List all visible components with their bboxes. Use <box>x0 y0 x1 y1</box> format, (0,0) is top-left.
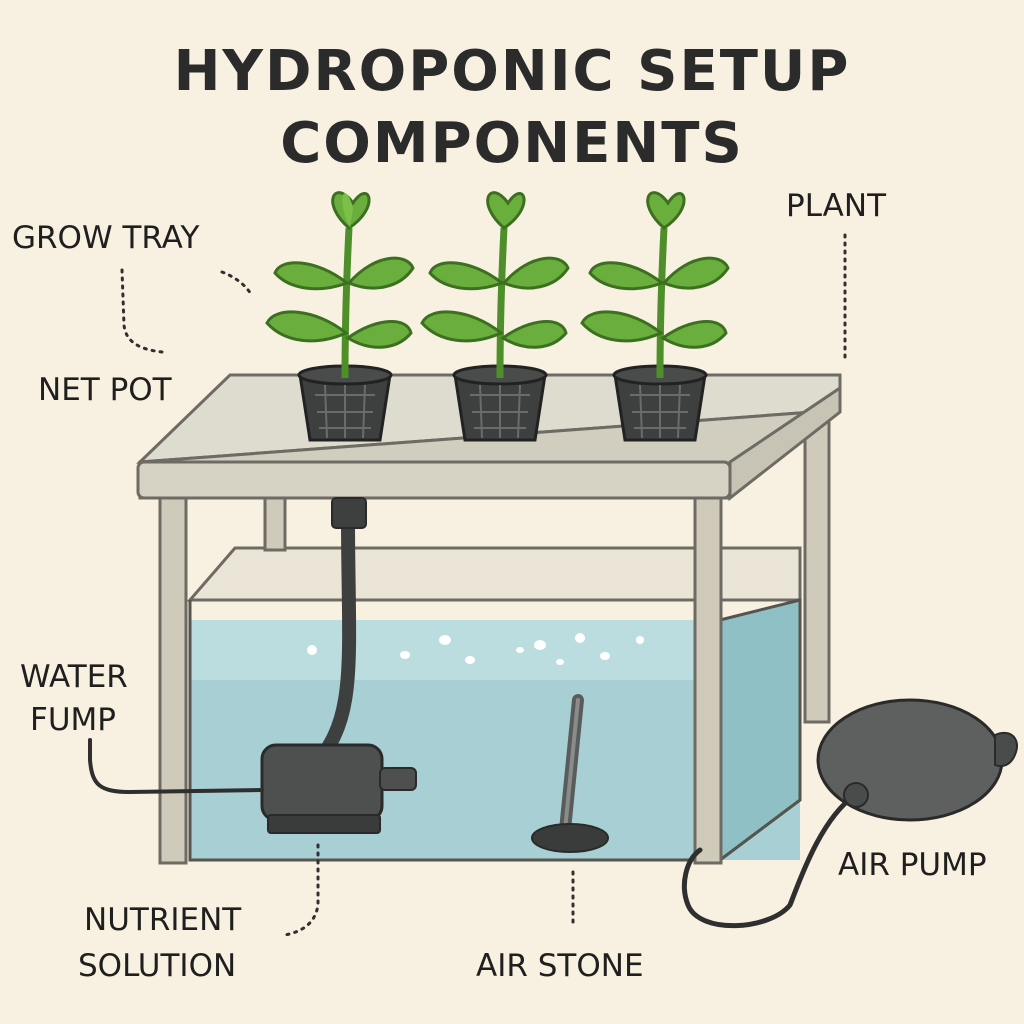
label-net-pot: NET POT <box>38 372 172 408</box>
water-pump-base <box>267 814 381 834</box>
title-line-1: HYDROPONIC SETUP <box>173 39 851 104</box>
bubble <box>636 636 644 644</box>
leader-grow-tray <box>220 270 254 298</box>
plant <box>580 191 730 379</box>
plant <box>265 191 415 379</box>
air-pump-outlet <box>843 782 869 808</box>
label-air-pump: AIR PUMP <box>838 847 987 883</box>
label-nutrient-line-2: SOLUTION <box>78 948 237 984</box>
tube-connector <box>331 497 367 529</box>
table-leg <box>693 493 723 865</box>
water-pump-tube <box>313 513 357 767</box>
label-plant: PLANT <box>786 188 887 224</box>
air-pump-tube <box>681 792 858 929</box>
water-pump-cord <box>88 738 264 795</box>
air-stone <box>531 823 609 853</box>
leader-net-pot <box>120 268 164 354</box>
label-nutrient-line-1: NUTRIENT <box>84 902 242 938</box>
label-air-stone: AIR STONE <box>476 948 644 984</box>
title-line-2: COMPONENTS <box>280 111 744 176</box>
table-leg <box>803 418 831 724</box>
label-water-pump-line-2: FUMP <box>30 702 116 738</box>
air-pump-cap <box>994 732 1018 768</box>
water-pump-body <box>260 743 384 822</box>
bubble <box>516 647 524 653</box>
label-water-pump-line-1: WATER <box>20 659 128 695</box>
bubble <box>575 633 585 643</box>
bubble <box>400 651 410 659</box>
table-leg <box>263 493 287 552</box>
net-pot <box>452 364 548 442</box>
bubble <box>307 645 317 655</box>
bubble <box>534 640 546 650</box>
grow-tray-side <box>728 385 842 502</box>
table-leg <box>158 493 188 865</box>
plant <box>420 191 570 379</box>
leader-nutrient <box>283 843 320 937</box>
bubble <box>439 635 451 645</box>
water-pump-nozzle <box>379 767 417 791</box>
bubble <box>600 652 610 660</box>
bubble <box>465 656 475 664</box>
label-grow-tray: GROW TRAY <box>12 220 200 256</box>
bubble <box>556 659 564 665</box>
grow-tray-edge <box>136 460 732 500</box>
